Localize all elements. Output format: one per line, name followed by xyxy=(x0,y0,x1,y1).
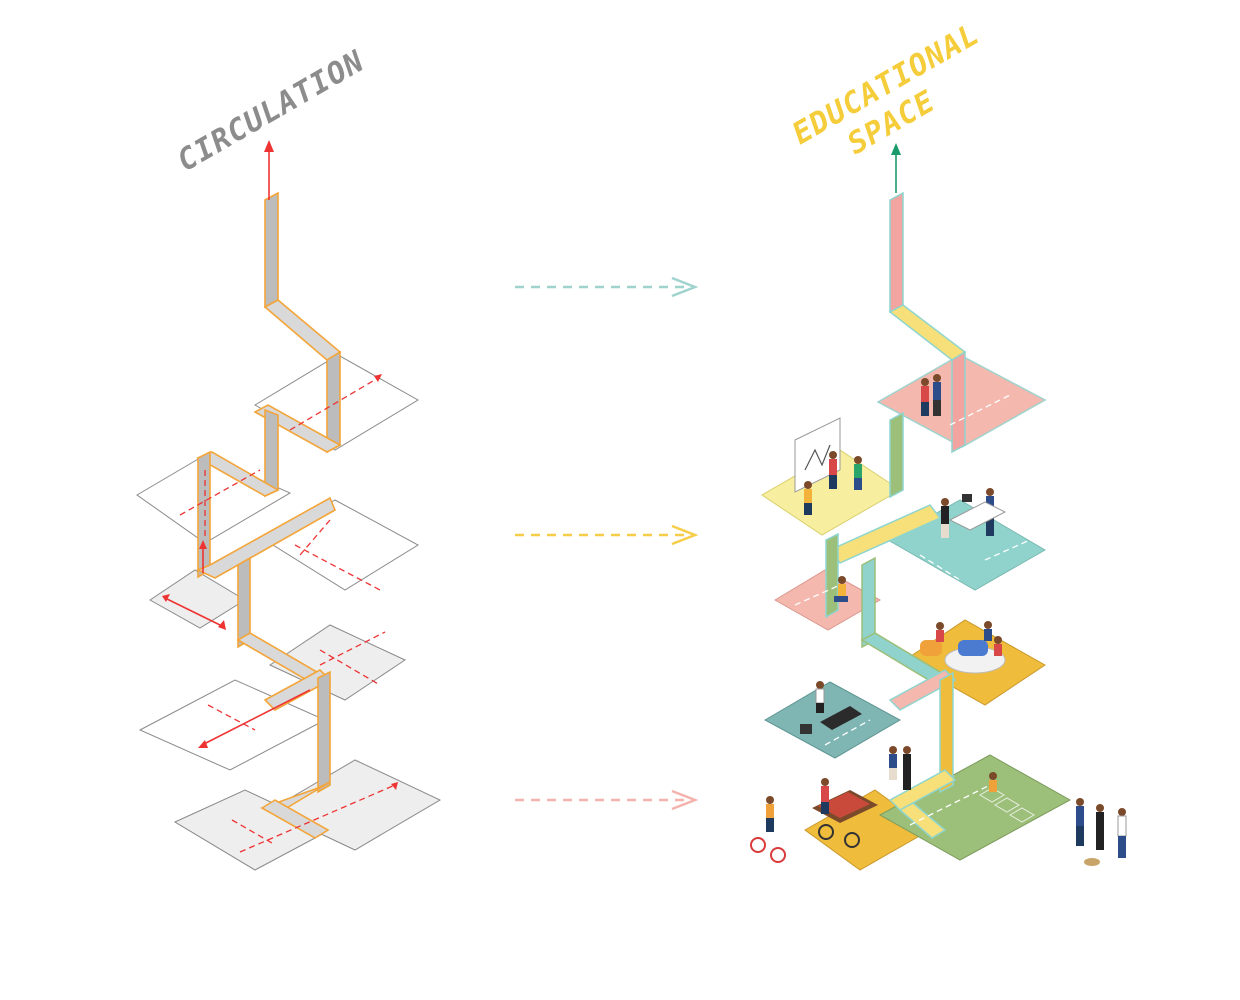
person xyxy=(933,374,941,416)
sofa xyxy=(920,640,1006,674)
circulation-ribbon xyxy=(196,191,342,839)
arrow-up-icon xyxy=(891,143,901,155)
person xyxy=(834,576,848,602)
whiteboard xyxy=(794,417,841,493)
dog xyxy=(1084,858,1100,866)
people-figures xyxy=(750,374,1127,866)
dashed-arrow-right-icon xyxy=(515,789,699,811)
person xyxy=(1117,808,1127,858)
circulation-title: CIRCULATION xyxy=(172,44,371,179)
hopscotch-marks xyxy=(979,787,1035,823)
dashed-arrow-right-icon xyxy=(515,276,699,298)
person xyxy=(921,378,929,416)
slab-level-4b xyxy=(264,499,419,591)
person xyxy=(936,622,944,642)
dashed-arrow-right-icon xyxy=(515,524,699,546)
piano-keyboard xyxy=(800,706,862,734)
person xyxy=(941,498,949,538)
person xyxy=(903,746,911,790)
fruit-cart xyxy=(812,790,878,848)
arrow-up-icon xyxy=(264,140,274,152)
desk xyxy=(948,494,1007,531)
circulation-panel: CIRCULATION xyxy=(136,44,442,871)
person xyxy=(1076,798,1084,846)
person xyxy=(984,621,992,641)
person xyxy=(994,636,1002,656)
person xyxy=(1096,804,1104,850)
person xyxy=(821,778,829,814)
person xyxy=(889,746,897,780)
transition-arrows xyxy=(515,276,699,811)
bicycle-kid xyxy=(750,796,786,863)
person xyxy=(815,681,825,713)
educational-flow-arrows xyxy=(794,394,1031,826)
person xyxy=(854,456,862,490)
person xyxy=(829,451,837,489)
circulation-flow-arrows xyxy=(162,374,398,853)
educational-space-panel: EDUCATIONAL SPACE xyxy=(750,17,1127,871)
person xyxy=(989,772,997,792)
person xyxy=(804,481,812,515)
